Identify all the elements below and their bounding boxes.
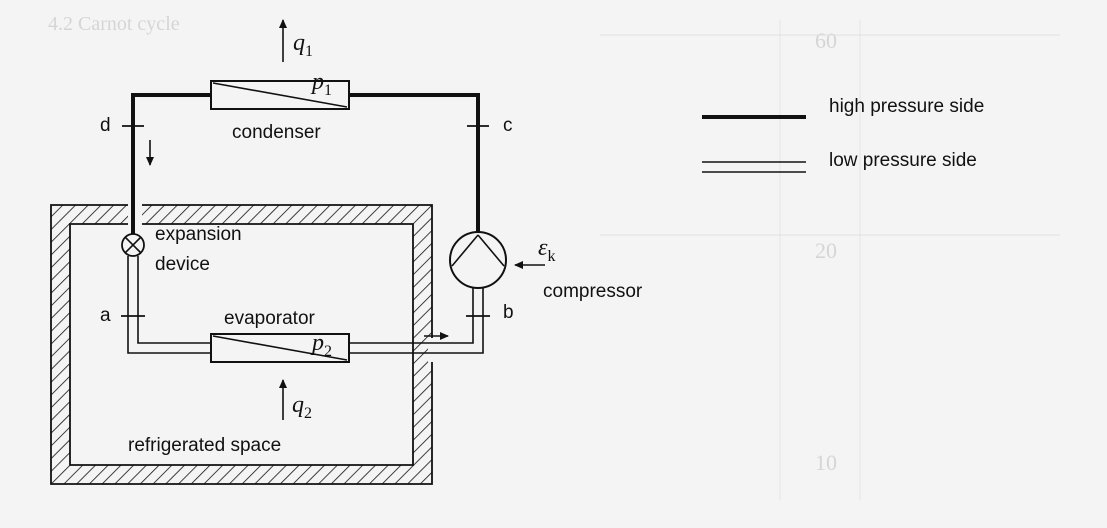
state-c-label: c [503, 115, 513, 136]
legend: high pressure side low pressure side [702, 96, 984, 173]
compressor-symbol [449, 231, 507, 289]
state-point-ticks [121, 125, 490, 317]
compressor-label: compressor [543, 281, 643, 302]
refrigerated-space-enclosure [50, 204, 433, 485]
ghost-heading: 4.2 Carnot cycle [48, 13, 180, 35]
ghost-number-60: 60 [815, 28, 837, 53]
label-p1: p1 [310, 69, 332, 99]
ghost-number-10: 10 [815, 450, 837, 475]
label-q1: q1 [293, 30, 313, 60]
expansion-label-line1: expansion [155, 224, 242, 245]
state-d-label: d [100, 115, 111, 136]
label-q2: q2 [292, 392, 312, 422]
expansion-device-symbol [121, 233, 145, 257]
label-epsilon-k: εk [538, 235, 555, 265]
condenser [210, 80, 350, 110]
flow-arrows [146, 19, 545, 420]
refrigerated-space-label: refrigerated space [128, 435, 281, 456]
expansion-label-line2: device [155, 254, 210, 275]
evaporator [210, 333, 350, 363]
state-b-label: b [503, 302, 514, 323]
evaporator-label: evaporator [224, 308, 316, 329]
legend-high-pressure-label: high pressure side [829, 96, 984, 117]
high-pressure-lines [131, 93, 480, 234]
legend-low-pressure-label: low pressure side [829, 150, 977, 171]
ghost-number-20: 20 [815, 238, 837, 263]
background-show-through: 4.2 Carnot cycle 60 20 10 [48, 13, 1060, 500]
low-pressure-lines [127, 256, 484, 354]
state-a-label: a [100, 305, 111, 326]
label-p2: p2 [310, 330, 332, 360]
condenser-label: condenser [232, 122, 321, 143]
